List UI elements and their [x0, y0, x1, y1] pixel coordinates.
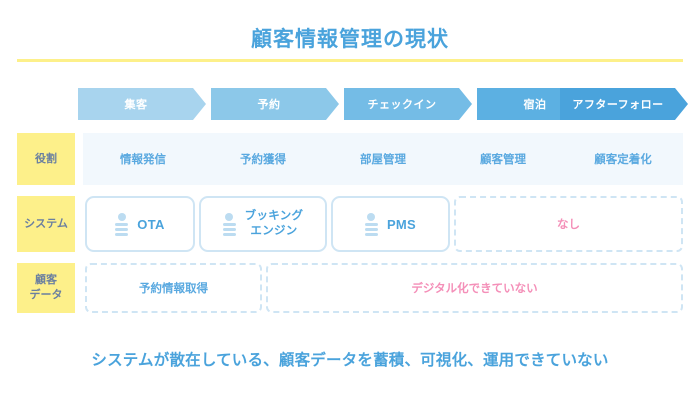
server-bar — [115, 233, 129, 236]
system-card-label: PMS — [386, 216, 417, 232]
system-card-content: ブッキングエンジン — [222, 209, 304, 239]
role-cell-4: 顧客管理 — [480, 154, 526, 166]
server-dot — [367, 212, 376, 221]
flow-step-3: チェックイン — [344, 88, 472, 120]
flow-step-label: 宿泊 — [523, 99, 547, 111]
server-list-icon — [222, 212, 236, 236]
system-card-content: PMS — [364, 212, 417, 236]
flow-step-label: チェックイン — [367, 99, 437, 111]
server-bar — [222, 223, 236, 226]
system-card-label: OTA — [137, 216, 165, 232]
row-label-system-text: システム — [24, 217, 68, 230]
role-cell-2: 予約獲得 — [240, 154, 286, 166]
role-cell-5: 顧客定着化 — [594, 154, 652, 166]
server-list-icon — [115, 212, 129, 236]
role-cell-1: 情報発信 — [120, 154, 166, 166]
server-bar — [222, 233, 236, 236]
role-cell-3: 部屋管理 — [360, 154, 406, 166]
server-bar — [364, 233, 378, 236]
server-bar — [222, 228, 236, 231]
footer-caption: システムが散在している、顧客データを蓄積、可視化、運用できていない — [91, 352, 609, 369]
title-underline-divider — [17, 59, 683, 62]
row-label-customer-data: 顧客データ — [17, 263, 75, 313]
server-bar — [364, 223, 378, 226]
row-label-role-text: 役割 — [35, 152, 57, 165]
system-card-label: ブッキングエンジン — [244, 210, 304, 237]
process-flow-row: 集客 予約 チェックイン 宿泊 アフターフォロー — [78, 88, 686, 120]
flow-step-2: 予約 — [211, 88, 339, 120]
system-none-box: なし — [454, 196, 683, 252]
system-card-2[interactable]: ブッキングエンジン — [199, 196, 327, 252]
server-bar — [115, 223, 129, 226]
flow-step-label: 集客 — [124, 99, 148, 111]
flow-step-1: 集客 — [78, 88, 206, 120]
flow-step-5: アフターフォロー — [560, 88, 688, 120]
row-label-role: 役割 — [17, 133, 75, 185]
flow-step-label: アフターフォロー — [572, 99, 664, 111]
system-card-1[interactable]: OTA — [85, 196, 195, 252]
server-bar — [115, 228, 129, 231]
server-dot — [225, 212, 234, 221]
server-list-icon — [364, 212, 378, 236]
system-card-content: OTA — [115, 212, 165, 236]
server-dot — [117, 212, 126, 221]
customer-data-box-1: 予約情報取得 — [85, 263, 262, 313]
title-block: 顧客情報管理の現状 — [0, 26, 700, 54]
row-label-customer-data-text: 顧客データ — [29, 274, 63, 301]
server-bar — [364, 228, 378, 231]
page-title: 顧客情報管理の現状 — [251, 28, 449, 51]
customer-data-box-2: デジタル化できていない — [266, 263, 683, 313]
system-card-3[interactable]: PMS — [331, 196, 450, 252]
role-row-background — [83, 133, 683, 185]
flow-step-label: 予約 — [257, 99, 281, 111]
row-label-system: システム — [17, 196, 75, 252]
